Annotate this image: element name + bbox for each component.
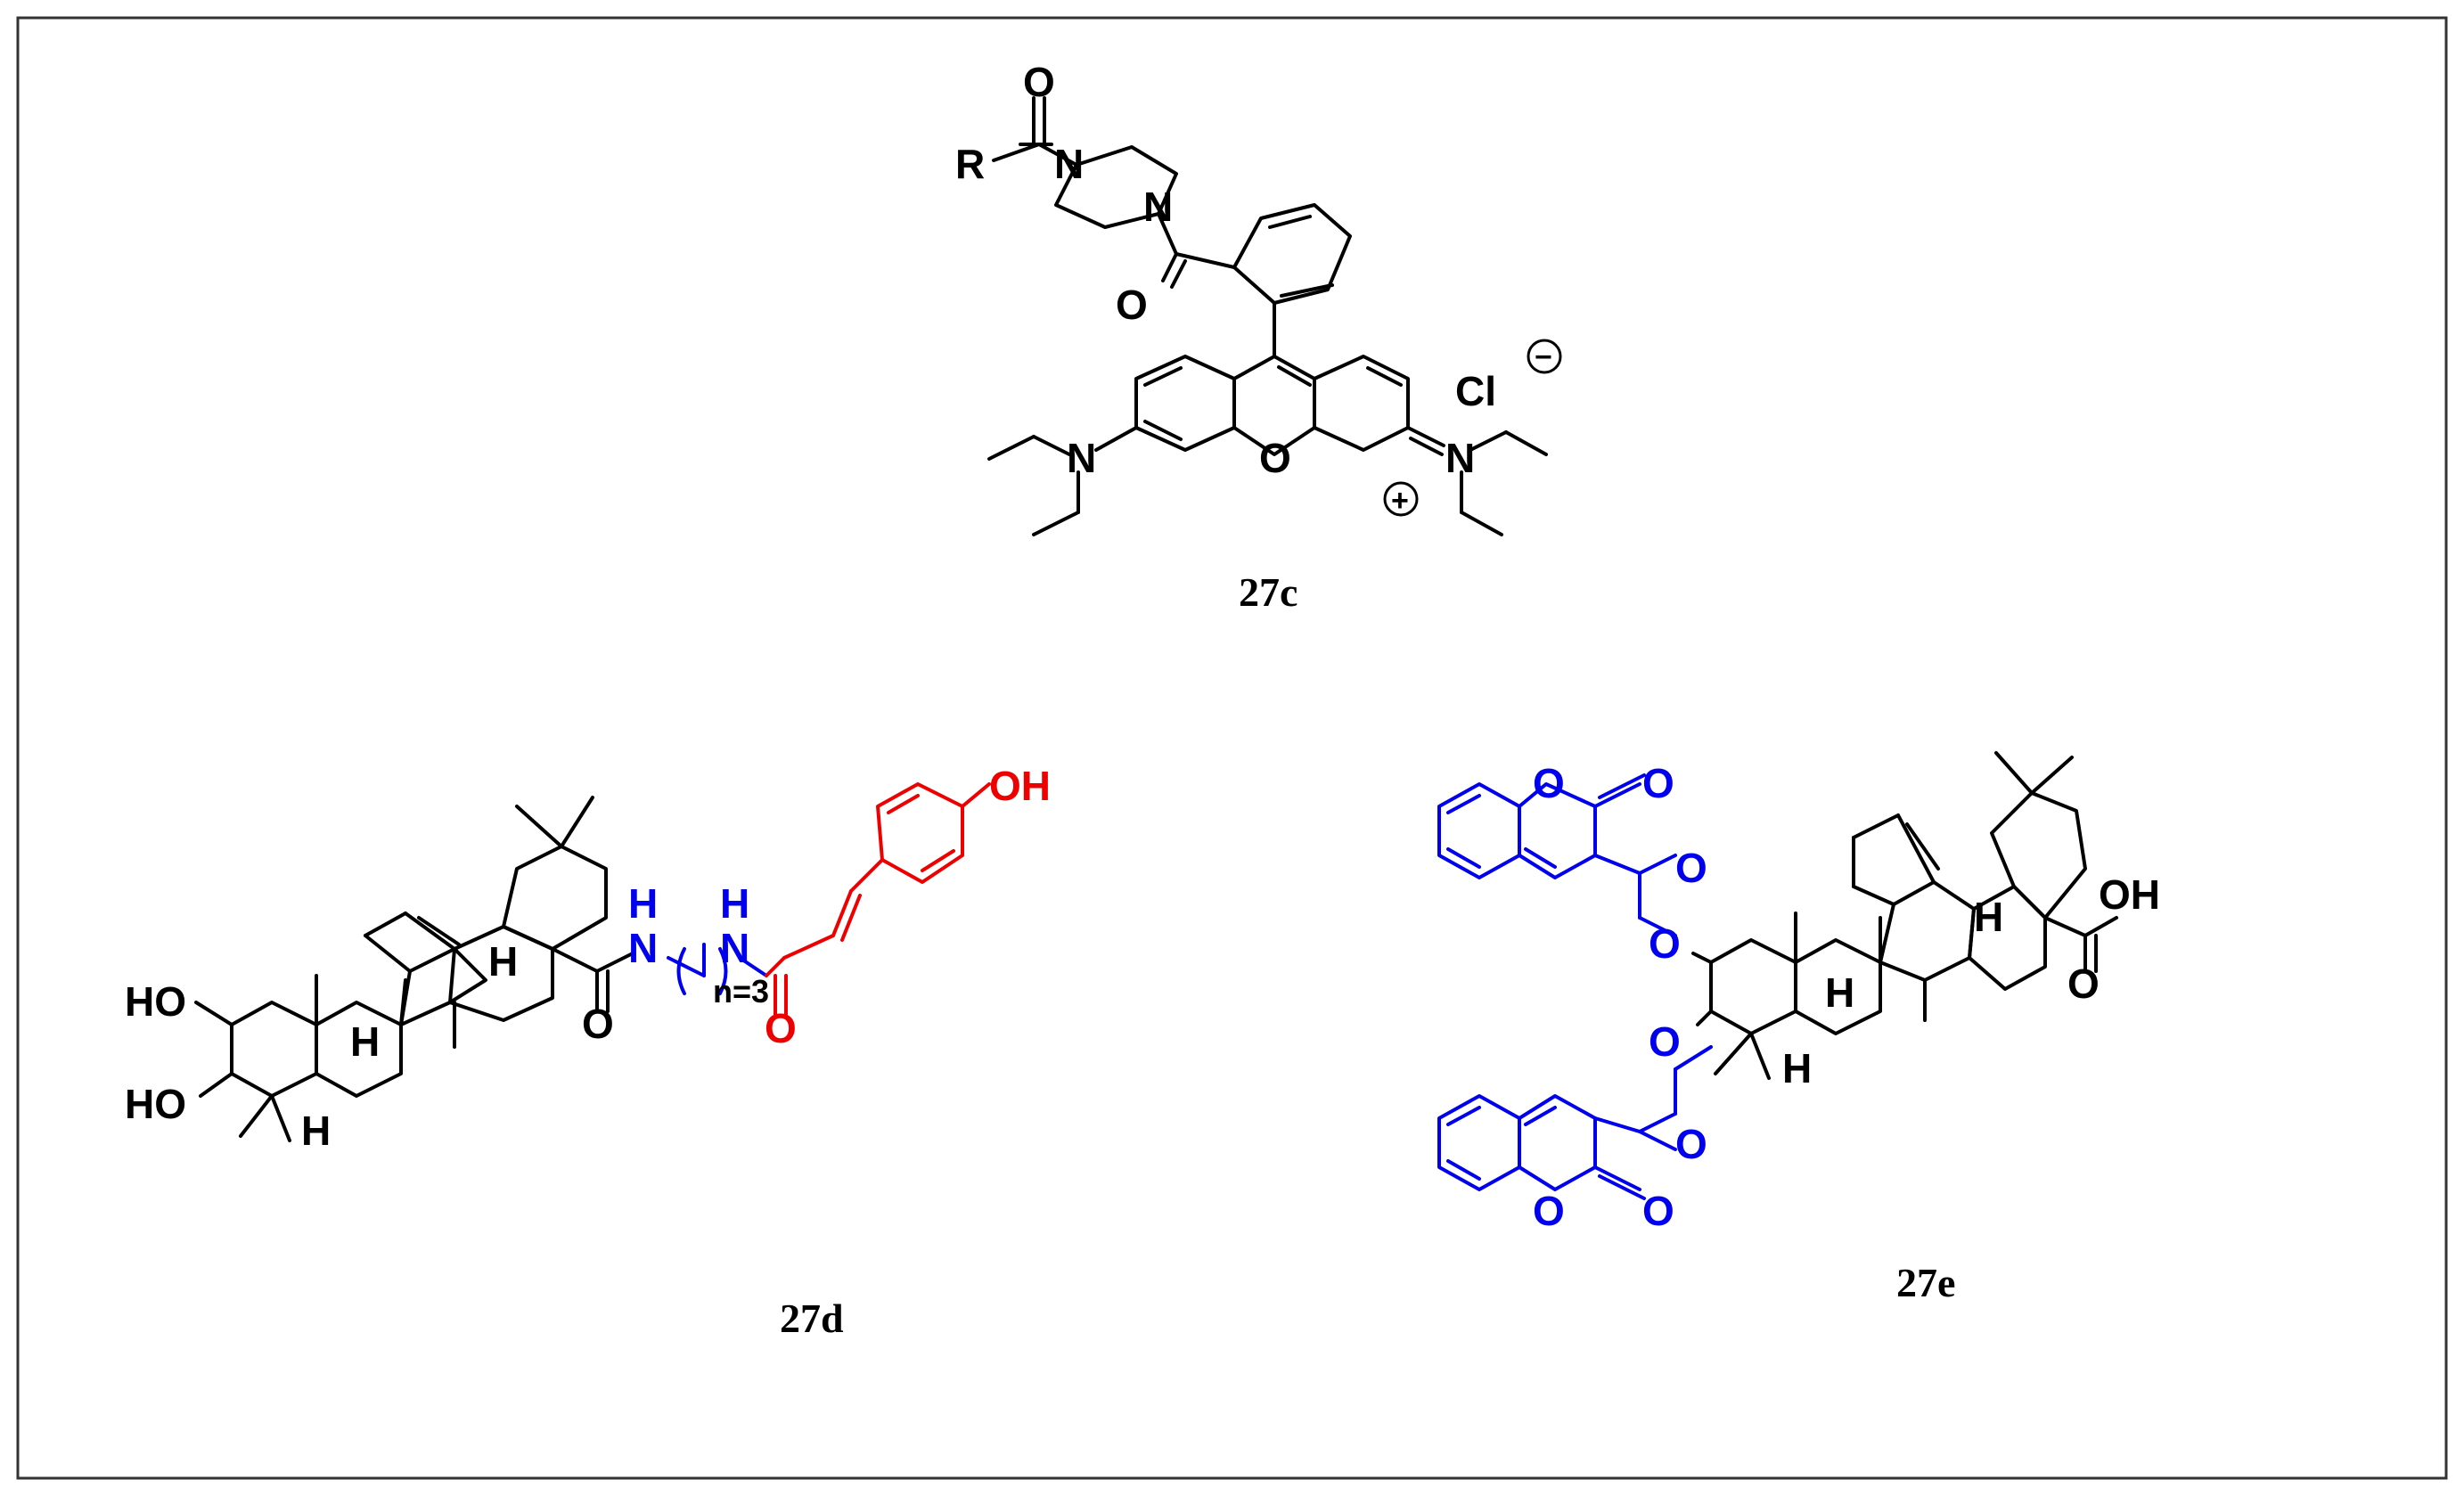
label-h1-27e: H bbox=[1825, 969, 1854, 1016]
label-cl: Cl bbox=[1455, 368, 1496, 414]
linker-27d bbox=[667, 943, 768, 995]
label-o-amide: O bbox=[1116, 282, 1148, 328]
label-n-left: N bbox=[1067, 435, 1096, 481]
label-h3: H bbox=[488, 938, 518, 985]
label-o-amide: O bbox=[582, 1001, 614, 1047]
label-nh1-n: N bbox=[628, 925, 658, 971]
cinnamoyl-27d bbox=[765, 782, 991, 1018]
label-n2: N bbox=[1143, 184, 1173, 230]
caption-27e: 27e bbox=[1896, 1260, 1955, 1305]
caption-27d: 27d bbox=[780, 1296, 844, 1341]
label-n1: N bbox=[1054, 141, 1084, 187]
label-o-red: O bbox=[765, 1005, 797, 1051]
label-o-acid: O bbox=[2067, 961, 2100, 1007]
label-oh-red: OH bbox=[989, 763, 1051, 809]
label-nh2-h: H bbox=[720, 880, 749, 927]
label-o-ester1: O bbox=[1675, 845, 1707, 891]
label-o-ester2-link: O bbox=[1649, 1018, 1681, 1065]
label-n-equals-3: n=3 bbox=[713, 973, 769, 1010]
label-o-c1-ring: O bbox=[1533, 760, 1565, 806]
label-ho-upper: HO bbox=[125, 978, 186, 1025]
label-o-top: O bbox=[1023, 59, 1055, 105]
label-h2: H bbox=[301, 1108, 331, 1154]
labels-27e: O O O O O O O O H H H OH O 27e bbox=[1533, 760, 2160, 1305]
label-oh-acid: OH bbox=[2099, 871, 2160, 918]
label-nh1-h: H bbox=[628, 880, 658, 927]
label-o-c1-carbonyl: O bbox=[1642, 760, 1674, 806]
label-o-ester2: O bbox=[1675, 1121, 1707, 1167]
caption-27c: 27c bbox=[1239, 569, 1297, 615]
label-plus: + bbox=[1391, 484, 1409, 518]
label-R: R bbox=[955, 141, 985, 187]
triterpene-27e bbox=[1691, 751, 2118, 1080]
label-minus: − bbox=[1535, 340, 1552, 374]
labels-27c: R O N N O N O N + Cl − 27c bbox=[955, 59, 1552, 615]
structure-27d bbox=[194, 796, 634, 1142]
label-n-right: N bbox=[1445, 435, 1475, 481]
figure-frame bbox=[16, 16, 2448, 1480]
coumarin-bottom-27e bbox=[1437, 1045, 1713, 1200]
label-h2-27e: H bbox=[1782, 1045, 1812, 1091]
labels-27d: HO HO H H H O H N H N n=3 O OH 27d bbox=[125, 763, 1051, 1341]
coumarin-top-27e bbox=[1437, 773, 1677, 937]
label-o-c2-carbonyl: O bbox=[1642, 1188, 1674, 1234]
label-h1: H bbox=[350, 1018, 380, 1065]
structure-27c bbox=[987, 96, 1562, 536]
label-o-ester1-link: O bbox=[1649, 920, 1681, 967]
label-nh2-n: N bbox=[720, 925, 749, 971]
label-ho-lower: HO bbox=[125, 1081, 186, 1127]
label-h3-27e: H bbox=[1974, 894, 2003, 940]
label-o-c2-ring: O bbox=[1533, 1188, 1565, 1234]
label-o-ring: O bbox=[1259, 435, 1291, 481]
